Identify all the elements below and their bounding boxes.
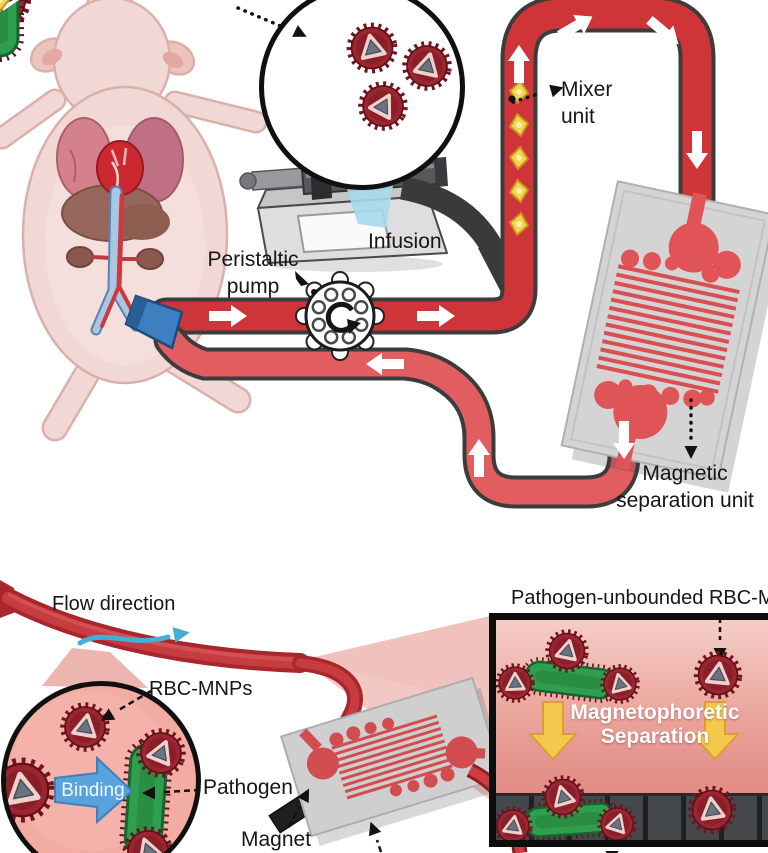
circulation-tubing xyxy=(147,0,716,509)
inset-title-label: Pathogen-unbounded RBC-M xyxy=(511,587,768,609)
mixer-unit-label: Mixer unit xyxy=(561,78,613,128)
artery-icon xyxy=(116,193,125,289)
chip-channel xyxy=(299,714,486,800)
magnet-label: Magnet xyxy=(241,828,312,851)
pathogen-icon xyxy=(0,0,24,62)
peristaltic-pump-label: Peristaltic pump xyxy=(207,248,299,298)
pathogen-label: Pathogen xyxy=(203,776,293,799)
magnification-cone xyxy=(42,648,148,688)
binding-label: Binding xyxy=(61,780,125,801)
rbc-mnp-icon xyxy=(353,76,412,135)
outgoing-tube xyxy=(151,0,712,331)
rbc-mnp-icon xyxy=(689,787,735,833)
catheter-icon xyxy=(124,294,184,350)
magnetophoretic-separation-label: Magnetophoretic Separation xyxy=(570,701,740,748)
return-tube xyxy=(157,327,637,505)
magnetic-separation-chip xyxy=(560,180,768,493)
kidney-icon xyxy=(136,248,164,270)
flow-direction-arrow-icon xyxy=(77,627,190,646)
rbc-mnp-icon xyxy=(496,806,533,840)
magnetophoretic-arrows xyxy=(527,701,741,761)
flow-vessel xyxy=(0,580,363,748)
binding-arrow xyxy=(54,755,134,825)
infusion-label: Infusion xyxy=(368,230,442,253)
vein-icon xyxy=(109,187,121,293)
rbc-mnp-icon xyxy=(346,22,397,73)
flow-direction-label: Flow direction xyxy=(52,593,176,615)
peristaltic-pump-wheel-icon xyxy=(295,271,385,361)
microfluidic-chip-small xyxy=(268,676,528,853)
rbc-mnps-label: RBC-MNPs xyxy=(149,678,253,700)
rotation-arrow-icon xyxy=(325,301,356,333)
chip-channel xyxy=(594,192,741,470)
separation-inset-box xyxy=(489,613,768,847)
rbc-mnp-icon xyxy=(694,651,742,699)
mixer-element-icon xyxy=(0,0,11,13)
kidney-icon xyxy=(66,246,94,268)
rbc-mnp-icon xyxy=(401,40,454,93)
magnetic-separation-unit-label: Magnetic separation unit xyxy=(616,462,754,512)
